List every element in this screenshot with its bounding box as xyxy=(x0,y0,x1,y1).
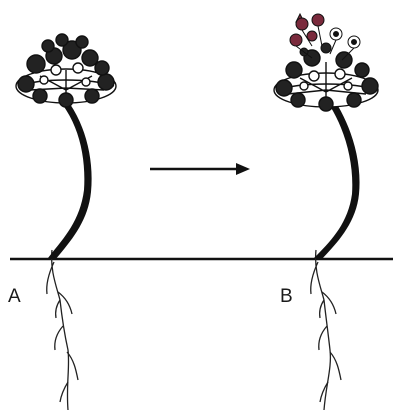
plant-a-roots xyxy=(47,250,78,410)
plant-b-canopy xyxy=(274,50,378,111)
plant-a xyxy=(16,34,116,410)
label-b: B xyxy=(280,287,293,306)
plant-b xyxy=(274,14,378,410)
plant-b-flowers xyxy=(290,14,360,60)
plant-a-canopy xyxy=(16,34,116,107)
plant-b-roots xyxy=(311,250,341,410)
right-arrow-icon xyxy=(150,163,250,175)
plant-a-stem xyxy=(48,104,92,260)
plant-b-stem xyxy=(314,106,360,260)
label-a: A xyxy=(8,287,21,306)
